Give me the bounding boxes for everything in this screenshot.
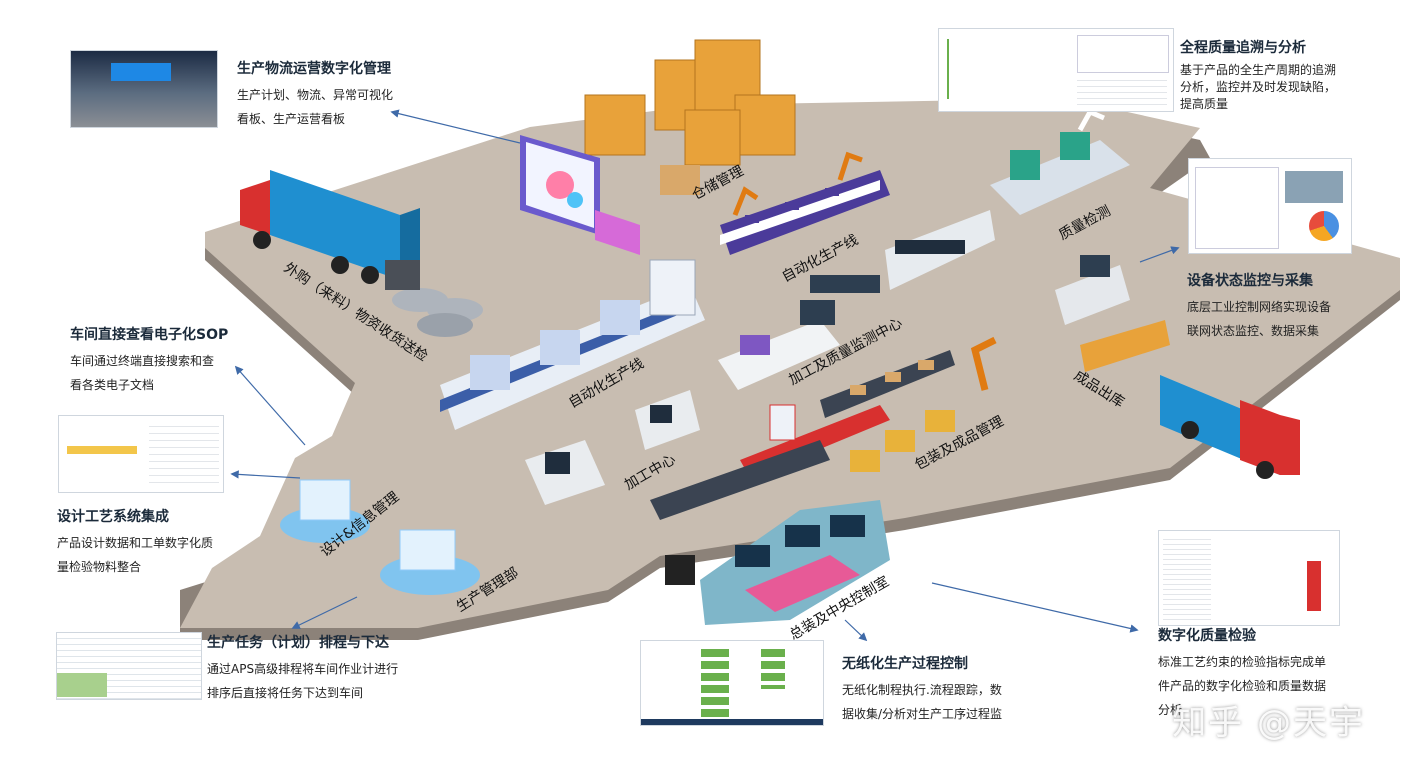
callout-desc-line: 提高质量 (1180, 97, 1229, 111)
arrow-logistics (390, 109, 521, 144)
machining-center (525, 390, 700, 505)
shipping-truck (1080, 320, 1300, 479)
callout-desc-line: 量检验物料整合 (57, 560, 142, 574)
pipe-rolls (385, 260, 483, 337)
callout-title: 设备状态监控与采集 (1187, 273, 1313, 289)
paperless-flow-thumbnail (640, 640, 824, 726)
callout-desc-line: 件产品的数字化检验和质量数据 (1158, 679, 1327, 693)
callout-desc-line: 分析，监控并及时发现缺陷， (1180, 80, 1337, 94)
assembly-conveyor (650, 404, 890, 520)
warehouse-racks (584, 39, 796, 195)
callout-desc-line: 分析 (1158, 703, 1183, 717)
callout-title: 车间直接查看电子化SOP (70, 327, 229, 343)
design-bom-thumbnail (58, 415, 224, 493)
equipment-monitor-thumbnail (1188, 158, 1352, 254)
monitor-center-desks (718, 275, 880, 390)
callout-quality-trace: 全程质量追溯与分析 基于产品的全生产周期的追溯 分析，监控并及时发现缺陷， 提高… (1180, 37, 1370, 113)
callout-arrows (230, 109, 1180, 642)
callout-desc-line: 基于产品的全生产周期的追溯 (1180, 63, 1337, 77)
equipment-monitor (1055, 255, 1130, 325)
callout-equipment: 设备状态监控与采集 底层工业控制网络实现设备 联网状态监控、数据采集 (1187, 270, 1377, 343)
callout-title: 生产任务（计划）排程与下达 (207, 635, 389, 651)
callout-desc-line: 联网状态监控、数据采集 (1187, 324, 1320, 338)
auto-line-mid (440, 259, 705, 430)
watermark: 知乎 @天宇 (1172, 703, 1365, 743)
packaging-area (820, 336, 997, 472)
callout-sop: 车间直接查看电子化SOP 车间通过终端直接搜索和查 看各类电子文档 (70, 324, 270, 397)
callout-desc-line: 产品设计数据和工单数字化质 (57, 536, 214, 550)
callout-desc-line: 据收集/分析对生产工序过程监 (842, 707, 1003, 721)
dashboard-screen (520, 135, 640, 255)
callout-digital-qc: 数字化质量检验 标准工艺约束的检验指标完成单 件产品的数字化检验和质量数据 分析 (1158, 625, 1358, 722)
auto-line-top (720, 151, 890, 255)
callout-title: 数字化质量检验 (1158, 628, 1256, 644)
quality-check-stations (885, 108, 1130, 290)
callout-design: 设计工艺系统集成 产品设计数据和工单数字化质 量检验物料整合 (57, 506, 257, 579)
callout-title: 无纸化生产过程控制 (842, 656, 968, 672)
callout-desc-line: 车间通过终端直接搜索和查 (70, 354, 215, 368)
digital-qc-thumbnail (1158, 530, 1340, 626)
arrow-paperless (844, 619, 868, 642)
callout-desc-line: 标准工艺约束的检验指标完成单 (1158, 655, 1327, 669)
callout-desc-line: 生产计划、物流、异常可视化 (237, 88, 394, 102)
scheduling-thumbnail (56, 632, 202, 700)
callout-scheduling: 生产任务（计划）排程与下达 通过APS高级排程将车间作业计进行 排序后直接将任务… (207, 632, 447, 705)
callout-logistics: 生产物流运营数字化管理 生产计划、物流、异常可视化 看板、生产运营看板 (237, 58, 437, 131)
callout-desc-line: 通过APS高级排程将车间作业计进行 (207, 662, 399, 676)
callout-paperless: 无纸化生产过程控制 无纸化制程执行.流程跟踪，数 据收集/分析对生产工序过程监 (842, 653, 1042, 726)
callout-desc-line: 排序后直接将任务下达到车间 (207, 686, 364, 700)
callout-title: 设计工艺系统集成 (57, 509, 169, 525)
callout-desc-line: 看各类电子文档 (70, 378, 155, 392)
arrow-equipment (1139, 246, 1180, 263)
logistics-photo-thumbnail (70, 50, 218, 128)
callout-desc-line: 底层工业控制网络实现设备 (1187, 300, 1332, 314)
design-station (280, 479, 480, 595)
arrow-sop (234, 365, 306, 446)
arrow-digital-qc (931, 582, 1139, 633)
callout-title: 全程质量追溯与分析 (1180, 40, 1306, 56)
control-room (665, 500, 890, 625)
callout-desc-line: 无纸化制程执行.流程跟踪，数 (842, 683, 1002, 697)
callout-desc-line: 看板、生产运营看板 (237, 112, 346, 126)
arrow-scheduling (291, 596, 358, 629)
callout-title: 生产物流运营数字化管理 (237, 61, 391, 77)
arrow-design (230, 470, 301, 479)
quality-trace-thumbnail (938, 28, 1174, 112)
